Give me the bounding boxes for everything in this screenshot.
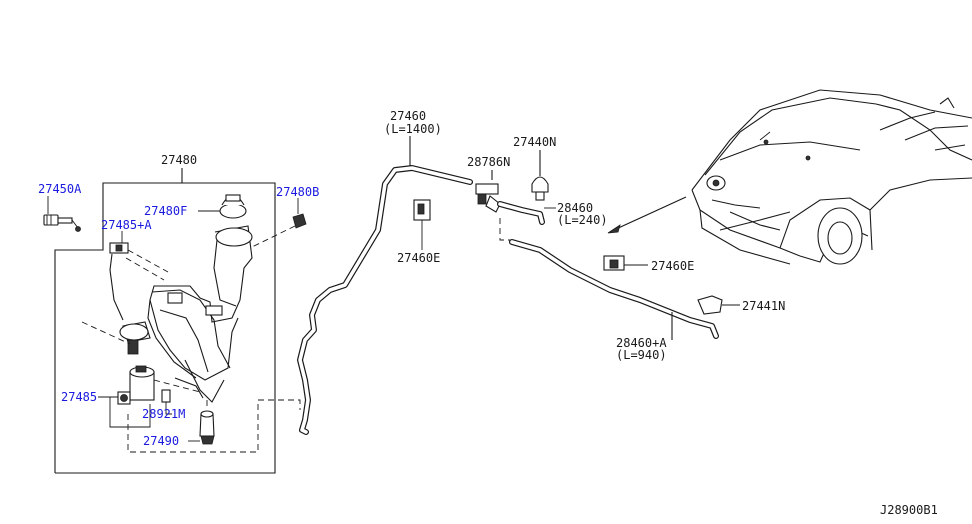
label-28460a-length: (L=940) <box>616 348 667 362</box>
label-28921m: 28921M <box>142 407 185 421</box>
label-27460-length: (L=1400) <box>384 122 442 136</box>
label-28786n: 28786N <box>467 155 510 169</box>
label-27480f: 27480F <box>144 204 187 218</box>
label-27460: 27460 <box>390 109 426 123</box>
nozzle-27440n <box>531 150 556 209</box>
diagram-code: J28900B1 <box>880 503 938 517</box>
clip-27460e-upper <box>413 199 431 250</box>
hose-28460a <box>499 218 719 340</box>
label-28460a: 28460+A <box>616 336 667 350</box>
clip-27480b <box>249 213 307 249</box>
joint-28786n <box>475 170 545 225</box>
pump-motor <box>109 253 151 355</box>
part-labels: 27480 27450A 27480B 27480F 27485+A 27485… <box>38 109 938 517</box>
label-27490: 27490 <box>143 434 179 448</box>
clip-27460e-lower <box>603 255 648 271</box>
label-27460e-lower: 27460E <box>651 259 694 273</box>
label-28460-length: (L=240) <box>557 213 608 227</box>
hose-27460 <box>297 136 473 435</box>
reservoir-frame <box>47 168 299 474</box>
cap-27441n <box>697 295 740 315</box>
label-27480b: 27480B <box>276 185 319 199</box>
label-27485: 27485 <box>61 390 97 404</box>
connector-27485a <box>109 231 169 281</box>
label-27460e-upper: 27460E <box>397 251 440 265</box>
pump-27485 <box>81 321 201 428</box>
filter-27490 <box>127 399 301 453</box>
label-27440n: 27440N <box>513 135 556 149</box>
label-28460: 28460 <box>557 201 593 215</box>
filler-cap-27480f <box>198 194 247 219</box>
label-27450a: 27450A <box>38 182 82 196</box>
label-27441n: 27441N <box>742 299 785 313</box>
washer-tank <box>147 225 253 403</box>
bolt-27450a <box>43 214 81 232</box>
label-27485a: 27485+A <box>101 218 152 232</box>
car-front-illustration <box>607 89 972 265</box>
label-27480: 27480 <box>161 153 197 167</box>
